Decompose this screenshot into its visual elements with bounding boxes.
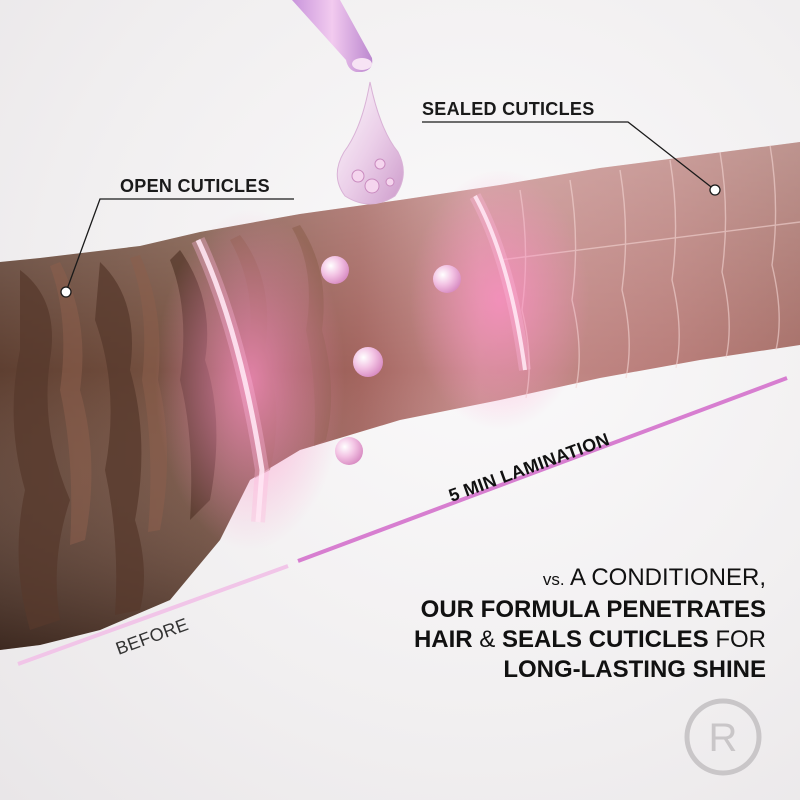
hair-strand xyxy=(0,142,800,650)
open-cuticles-label: OPEN CUTICLES xyxy=(120,176,270,196)
callout-open-line xyxy=(60,198,294,298)
droplet-icon xyxy=(336,81,404,205)
lamination-line xyxy=(297,376,788,563)
registered-r-logo-icon: R xyxy=(684,698,762,776)
claim-text: vs. A CONDITIONER, OUR FORMULA PENETRATE… xyxy=(414,563,766,685)
dropper xyxy=(292,0,373,72)
sealed-cuticles-label: SEALED CUTICLES xyxy=(422,99,595,119)
claim-line-2: OUR FORMULA PENETRATES xyxy=(420,596,766,623)
formula-bubbles xyxy=(321,256,461,465)
claim-line-4: LONG-LASTING SHINE xyxy=(503,656,766,683)
claim-line-3: HAIR & SEALS CUTICLES FOR xyxy=(413,626,766,653)
callout-sealed-line xyxy=(422,121,721,196)
before-line xyxy=(17,564,289,666)
logo-letter: R xyxy=(709,716,738,760)
claim-line-1: vs. A CONDITIONER, xyxy=(542,564,766,591)
